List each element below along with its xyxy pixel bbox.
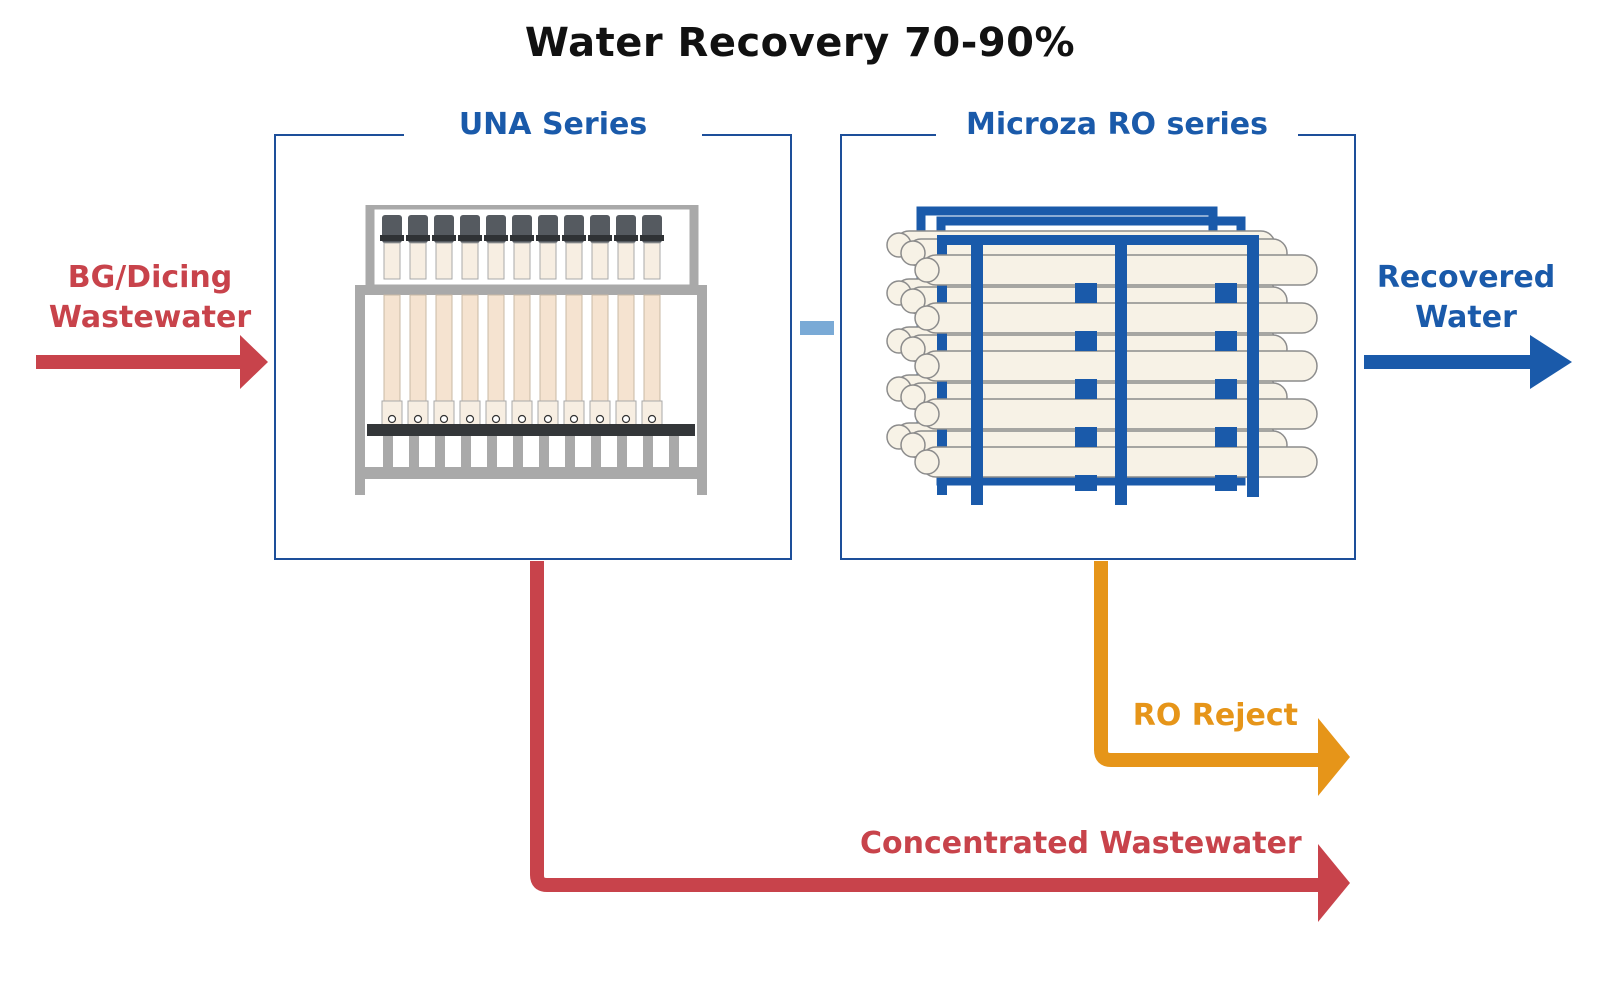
una-unit-icon xyxy=(355,205,707,495)
ro-reject-arrow xyxy=(1094,561,1350,796)
recovered-label-line2: Water xyxy=(1415,300,1517,335)
concentrated-wastewater-arrow xyxy=(530,561,1350,922)
input-label-line1: BG/Dicing xyxy=(67,260,233,295)
recovered-water-label: Recovered Water xyxy=(1356,258,1576,338)
stage-connector xyxy=(800,321,834,335)
page-title: Water Recovery 70-90% xyxy=(524,20,1076,66)
input-label-line2: Wastewater xyxy=(48,300,252,335)
input-label: BG/Dicing Wastewater xyxy=(20,258,280,338)
una-series-label: UNA Series xyxy=(404,107,702,142)
microza-ro-label: Microza RO series xyxy=(936,107,1298,142)
recovered-water-arrow xyxy=(1364,335,1572,389)
input-arrow xyxy=(36,335,268,389)
ro-unit-icon xyxy=(886,206,1318,505)
ro-reject-label: RO Reject xyxy=(1132,698,1298,733)
recovered-label-line1: Recovered xyxy=(1376,260,1556,295)
concentrated-wastewater-label: Concentrated Wastewater xyxy=(860,826,1302,861)
